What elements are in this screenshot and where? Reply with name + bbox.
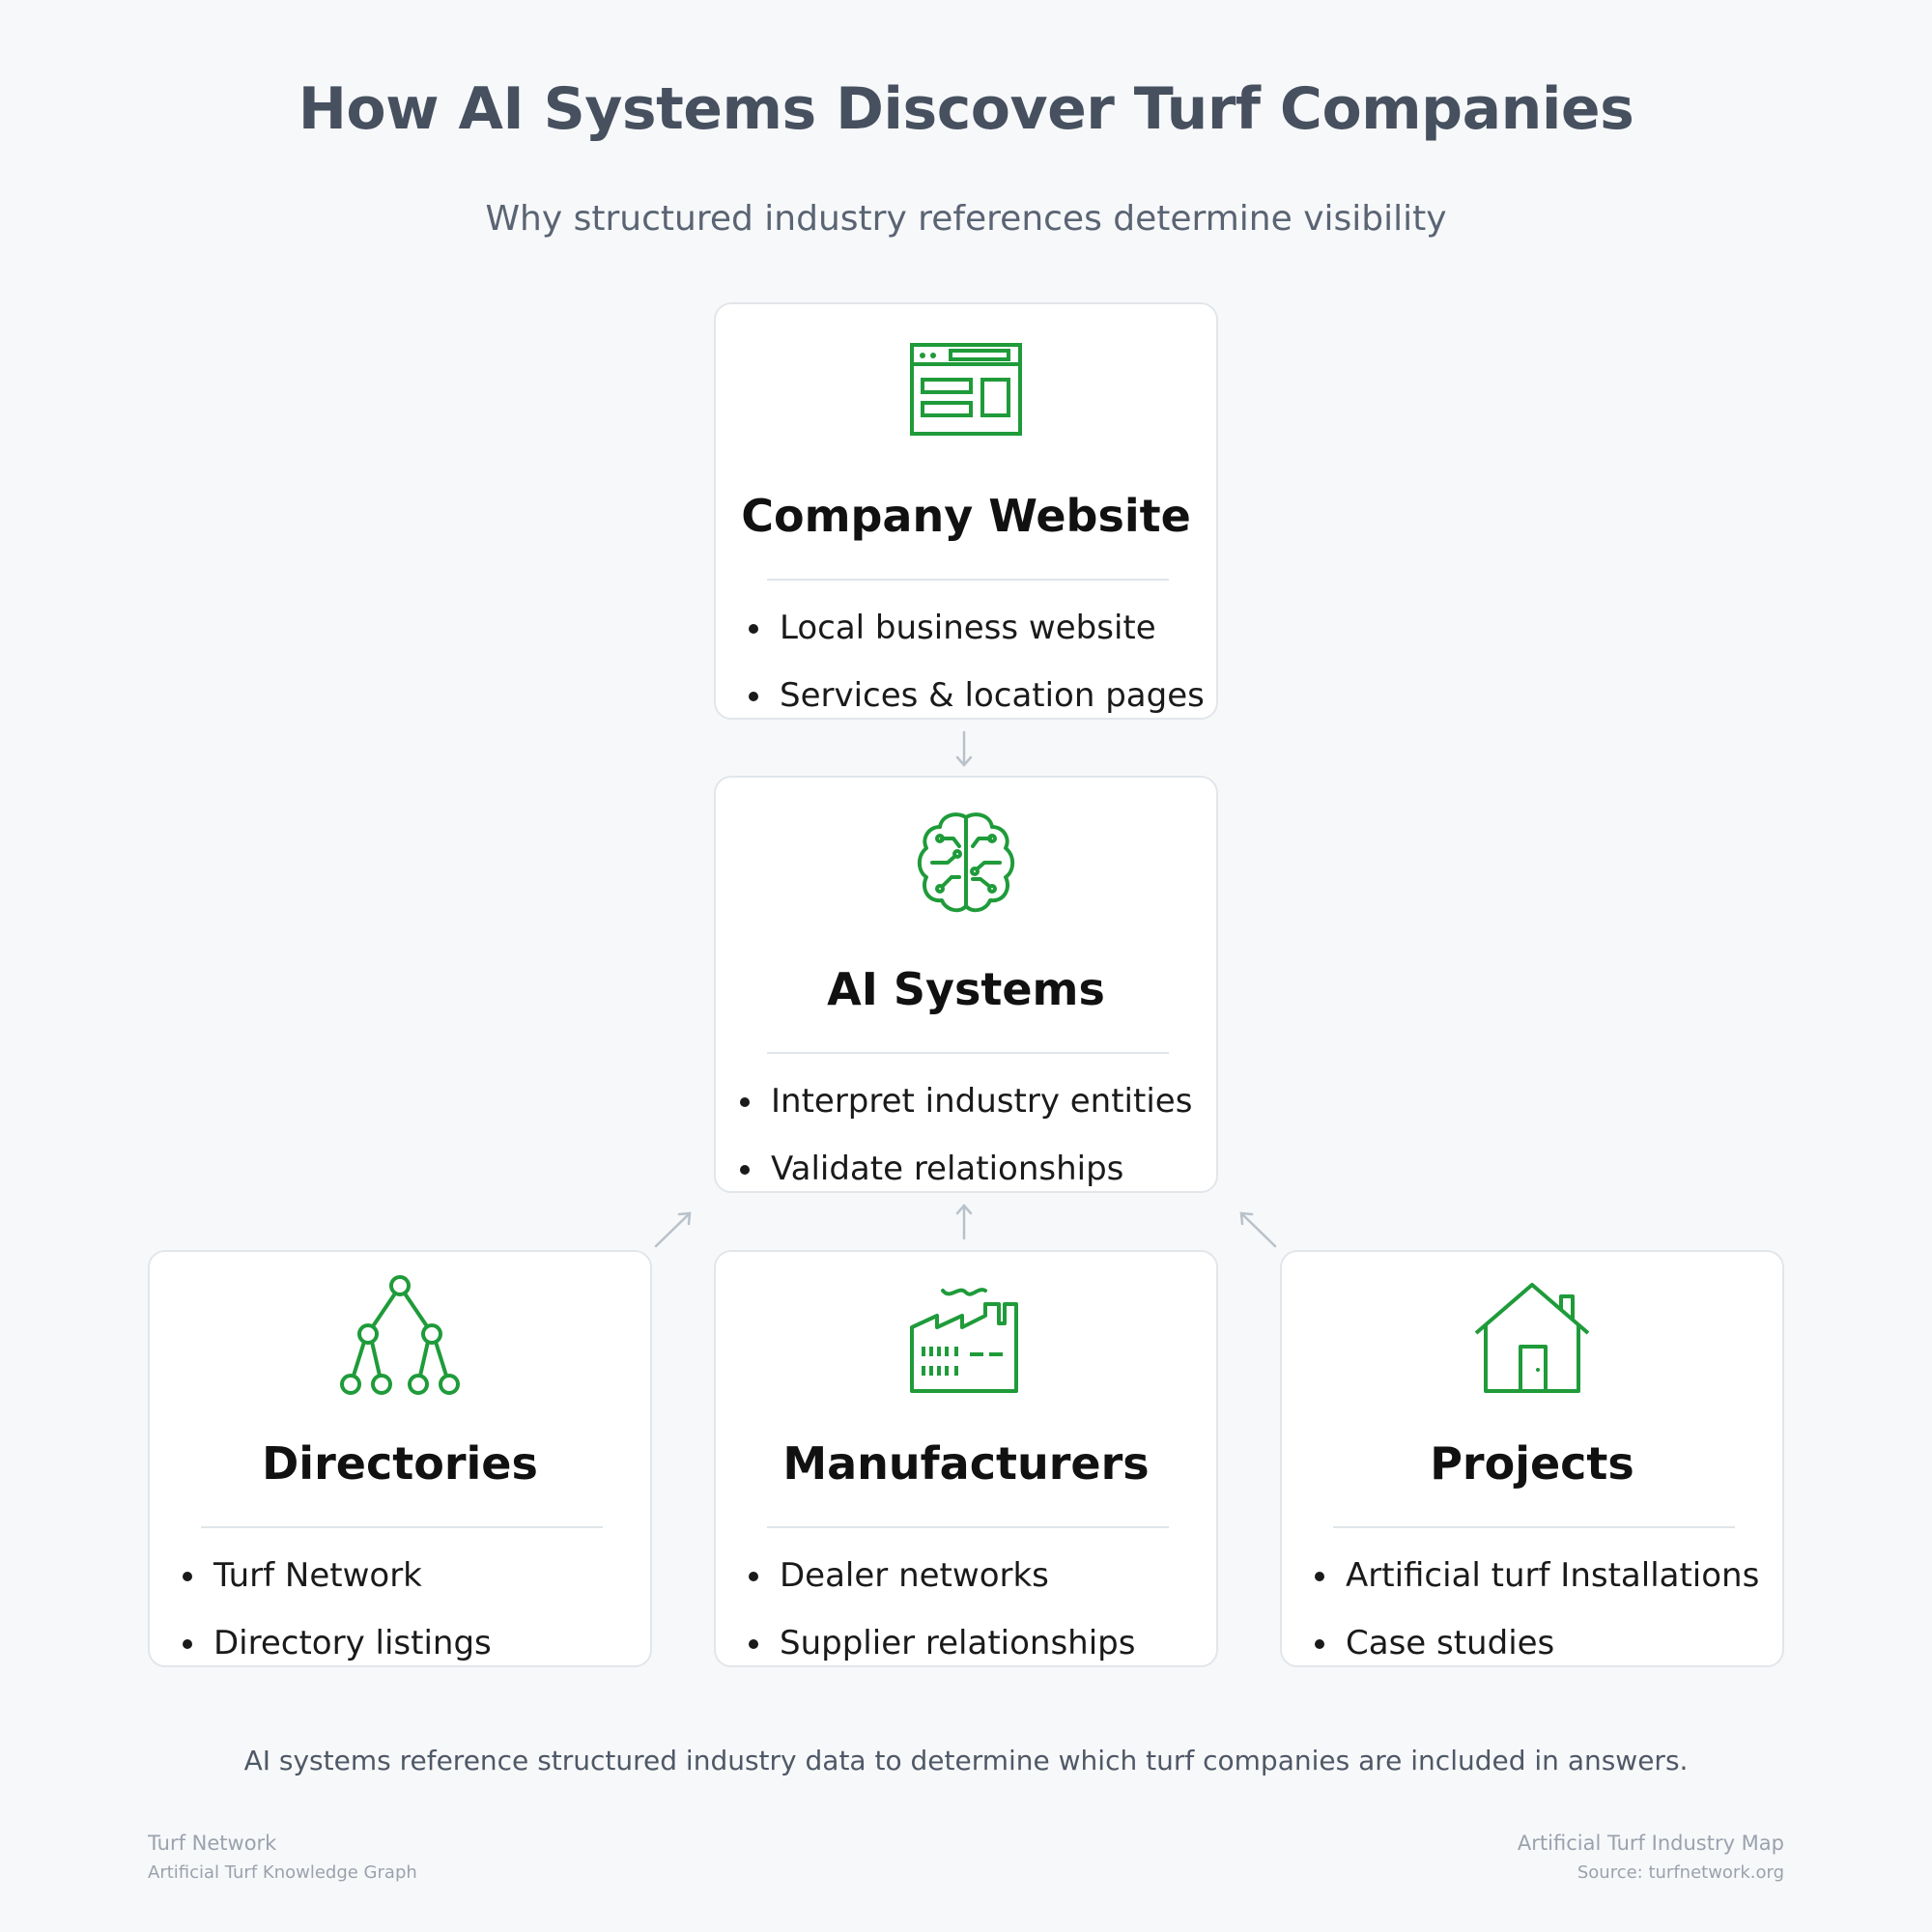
card-projects: Projects Artificial turf Installations C… (1280, 1250, 1784, 1667)
card-manufacturers: Manufacturers Dealer networks Supplier r… (714, 1250, 1218, 1667)
card-title: Directories (262, 1437, 538, 1490)
arrow-website-to-ai (955, 730, 973, 767)
footer-source: Source: turfnetwork.org (1577, 1862, 1784, 1883)
arrow-manufacturers-to-ai (955, 1204, 973, 1240)
card-ai-systems: AI Systems Interpret industry entities V… (714, 776, 1218, 1193)
card-title: Manufacturers (782, 1437, 1150, 1490)
list-item: Supplier relationships (749, 1609, 1135, 1677)
bullet-list: Local business website Services & locati… (749, 594, 1205, 729)
page-title: How AI Systems Discover Turf Companies (298, 75, 1634, 143)
divider (767, 579, 1169, 581)
divider (1333, 1526, 1735, 1528)
card-directories: Directories Turf Network Directory listi… (148, 1250, 652, 1667)
arrow-directories-to-ai (654, 1211, 692, 1248)
brain-circuit-icon (716, 812, 1216, 913)
page-subtitle: Why structured industry references deter… (485, 199, 1447, 239)
bullet-list: Artificial turf Installations Case studi… (1315, 1542, 1759, 1677)
card-title: Projects (1430, 1437, 1634, 1490)
arrow-projects-to-ai (1239, 1211, 1277, 1248)
divider (767, 1052, 1169, 1054)
footer-brand: Turf Network (148, 1832, 277, 1855)
card-title: AI Systems (827, 963, 1105, 1015)
footer-left: Turf Network Artificial Turf Knowledge G… (148, 1832, 417, 1883)
divider (201, 1526, 603, 1528)
card-title: Company Website (741, 490, 1191, 542)
browser-window-icon (716, 339, 1216, 440)
house-icon (1282, 1283, 1782, 1393)
list-item: Services & location pages (749, 662, 1205, 729)
list-item: Local business website (749, 594, 1205, 662)
card-company-website: Company Website Local business website S… (714, 302, 1218, 720)
list-item: Artificial turf Installations (1315, 1542, 1759, 1609)
list-item: Interpret industry entities (740, 1067, 1192, 1135)
hierarchy-tree-icon (150, 1275, 650, 1395)
factory-icon (716, 1287, 1216, 1393)
list-item: Dealer networks (749, 1542, 1135, 1609)
bullet-list: Interpret industry entities Validate rel… (740, 1067, 1192, 1203)
divider (767, 1526, 1169, 1528)
footer-map-name: Artificial Turf Industry Map (1517, 1832, 1784, 1855)
list-item: Directory listings (183, 1609, 492, 1677)
footer-note: AI systems reference structured industry… (243, 1745, 1689, 1776)
list-item: Case studies (1315, 1609, 1759, 1677)
list-item: Turf Network (183, 1542, 492, 1609)
footer-tagline: Artificial Turf Knowledge Graph (148, 1862, 417, 1883)
bullet-list: Dealer networks Supplier relationships (749, 1542, 1135, 1677)
list-item: Validate relationships (740, 1135, 1192, 1203)
footer-right: Artificial Turf Industry Map Source: tur… (1518, 1832, 1784, 1883)
bullet-list: Turf Network Directory listings (183, 1542, 492, 1677)
